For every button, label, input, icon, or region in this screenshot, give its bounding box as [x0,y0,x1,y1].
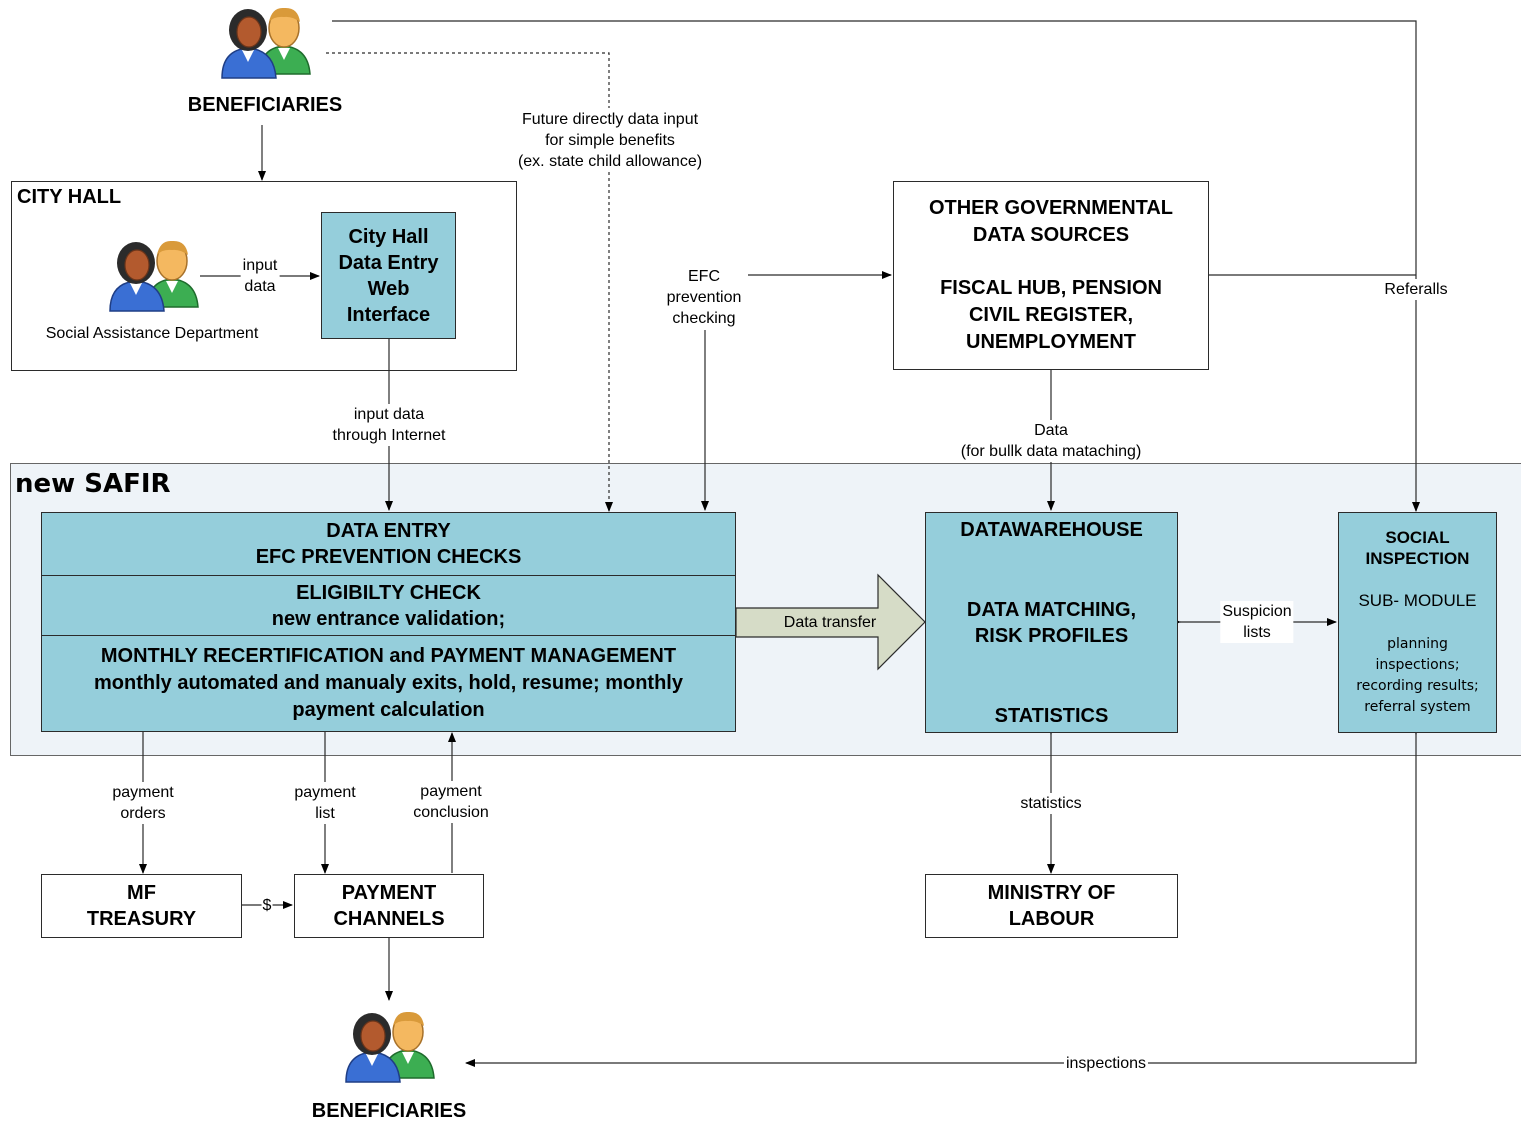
arrow-referrals-route [332,20,1420,512]
input-internet-label: input data through Internet [330,404,448,446]
input-data-label: input data [240,255,280,297]
referrals-label: Referalls [1382,279,1450,300]
dollar-label: $ [261,895,273,916]
social-inspection-box: SOCIAL INSPECTION SUB- MODULE planning i… [1338,512,1497,733]
payment-list-label: payment list [292,782,358,824]
beneficiaries-bottom-label: BENEFICIARIES [311,1100,467,1122]
other-gov-box: OTHER GOVERNMENTAL DATA SOURCES FISCAL H… [893,181,1209,370]
beneficiaries-icon [221,7,311,79]
data-transfer-arrow [735,573,926,671]
monthly-module: MONTHLY RECERTIFICATION and PAYMENT MANA… [41,635,736,732]
eligibility-module: ELIGIBILTY CHECK new entrance validation… [41,575,736,636]
inspections-label: inspections [1063,1053,1149,1074]
datawarehouse-box: DATAWAREHOUSE DATA MATCHING, RISK PROFIL… [925,512,1178,733]
mf-treasury-box: MF TREASURY [41,874,242,938]
payment-orders-label: payment orders [110,782,176,824]
data-label: Data (for bullk data mataching) [958,420,1144,462]
efc-label: EFC prevention checking [664,266,744,329]
payment-conclusion-label: payment conclusion [411,781,491,823]
future-input-label: Future directly data input for simple be… [515,109,705,172]
payment-channels-box: PAYMENT CHANNELS [294,874,484,938]
department-staff-icon [109,240,199,312]
statistics-label: statistics [1018,793,1084,814]
ministry-box: MINISTRY OF LABOUR [925,874,1178,938]
data-transfer-label: Data transfer [783,614,877,631]
suspicion-lists-label: Suspicion lists [1220,601,1294,643]
beneficiaries-bottom-icon [345,1011,435,1083]
web-interface-box: City Hall Data Entry Web Interface [321,212,456,339]
city-hall-title: CITY HALL [17,186,122,208]
safir-title: new SAFIR [15,469,171,499]
arrow-inspections [465,725,1420,1067]
data-entry-module: DATA ENTRY EFC PREVENTION CHECKS [41,512,736,576]
department-label: Social Assistance Department [45,325,259,342]
dashed-future-line-top [326,52,610,108]
beneficiaries-top-label: BENEFICIARIES [187,94,343,116]
